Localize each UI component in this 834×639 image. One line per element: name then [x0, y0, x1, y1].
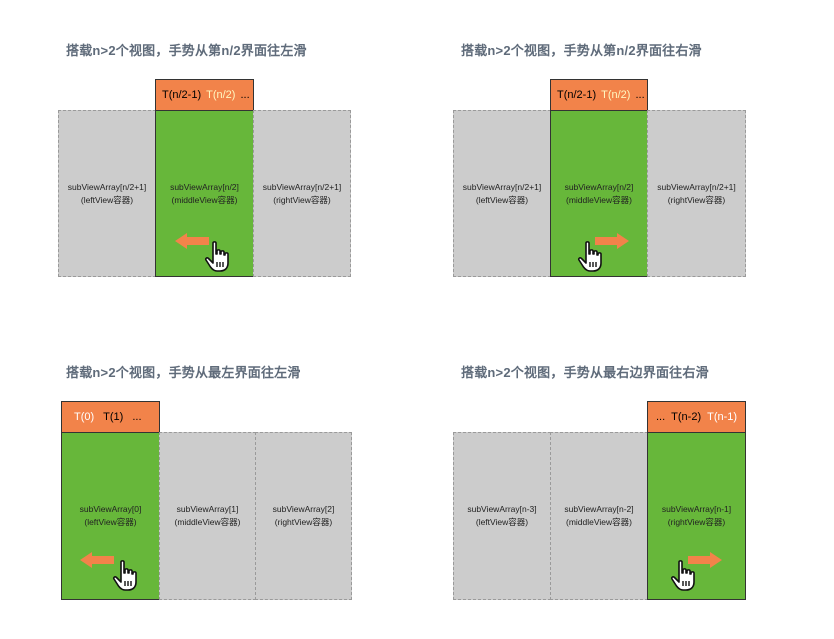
right-arrow-icon	[595, 233, 629, 249]
panel-caption: 搭载n>2个视图，手势从最左界面往左滑	[66, 365, 301, 380]
tab-label[interactable]: T(n/2-1)	[557, 89, 597, 101]
view-subtitle: (leftView容器)	[475, 517, 529, 527]
view-title: subViewArray[1]	[176, 504, 239, 514]
pointer-hand-icon	[577, 241, 602, 272]
tab-label-current[interactable]: T(0)	[74, 411, 95, 423]
tab-label[interactable]: T(1)	[103, 411, 124, 423]
view-subtitle: (middleView容器)	[171, 194, 238, 205]
panel-caption: 搭载n>2个视图，手势从第n/2界面往左滑	[66, 43, 307, 58]
right-view-container: subViewArray[n/2+1] (rightView容器)	[647, 110, 746, 277]
middle-view-container: subViewArray[n-2] (middleView容器)	[550, 432, 648, 600]
view-title: subViewArray[2]	[272, 504, 335, 514]
right-view-container[interactable]: subViewArray[n-1] (rightView容器)	[647, 432, 746, 600]
tab-label-current[interactable]: T(n/2)	[601, 89, 631, 101]
view-title: subViewArray[n-3]	[467, 504, 537, 514]
tab-bar: ... T(n-2) T(n-1)	[647, 401, 746, 433]
view-subtitle: (rightView容器)	[274, 517, 333, 527]
view-subtitle: (middleView容器)	[174, 517, 241, 527]
left-view-container: subViewArray[n-3] (leftView容器)	[453, 432, 551, 600]
view-title: subViewArray[n-2]	[564, 504, 634, 514]
view-title: subViewArray[n/2+1]	[262, 181, 342, 192]
tab-label[interactable]: T(n-2)	[671, 411, 702, 423]
pointer-hand-icon	[670, 560, 695, 591]
tab-label-more: ...	[132, 411, 142, 423]
view-subtitle: (leftView容器)	[475, 194, 529, 205]
pointer-hand-icon	[204, 241, 229, 272]
view-subtitle: (middleView容器)	[566, 194, 632, 205]
view-subtitle: (leftView容器)	[80, 194, 134, 205]
right-arrow-icon	[688, 552, 722, 568]
left-view-container: subViewArray[n/2+1] (leftView容器)	[453, 110, 551, 277]
tab-bar: T(n/2-1) T(n/2) ...	[155, 79, 254, 111]
view-title: subViewArray[0]	[79, 504, 142, 514]
view-title: subViewArray[n/2+1]	[462, 181, 542, 192]
right-view-container: subViewArray[n/2+1] (rightView容器)	[253, 110, 351, 277]
tab-label[interactable]: T(n/2-1)	[162, 89, 202, 101]
tab-label-more: ...	[240, 89, 250, 101]
panel-caption: 搭载n>2个视图，手势从最右边界面往右滑	[461, 365, 709, 380]
view-subtitle: (rightView容器)	[273, 194, 331, 205]
view-subtitle: (middleView容器)	[566, 517, 632, 527]
left-arrow-icon	[175, 233, 209, 249]
tab-label-more: ...	[656, 411, 666, 423]
tab-label-current[interactable]: T(n-1)	[707, 411, 738, 423]
middle-view-container: subViewArray[1] (middleView容器)	[159, 432, 256, 600]
tab-label-more: ...	[635, 89, 645, 101]
view-title: subViewArray[n/2+1]	[657, 181, 736, 192]
view-title: subViewArray[n/2]	[170, 181, 239, 192]
view-subtitle: (leftView容器)	[84, 517, 137, 527]
view-subtitle: (rightView容器)	[667, 194, 726, 205]
view-title: subViewArray[n-1]	[661, 504, 732, 514]
tab-bar: T(n/2-1) T(n/2) ...	[550, 79, 648, 111]
view-subtitle: (rightView容器)	[667, 517, 726, 527]
left-view-container[interactable]: subViewArray[0] (leftView容器)	[61, 432, 160, 600]
pointer-hand-icon	[112, 560, 137, 591]
tab-label-current[interactable]: T(n/2)	[206, 89, 236, 101]
right-view-container: subViewArray[2] (rightView容器)	[255, 432, 352, 600]
left-arrow-icon	[80, 552, 114, 568]
panel-caption: 搭载n>2个视图，手势从第n/2界面往右滑	[461, 43, 702, 58]
view-title: subViewArray[n/2+1]	[67, 181, 147, 192]
left-view-container: subViewArray[n/2+1] (leftView容器)	[58, 110, 156, 277]
view-title: subViewArray[n/2]	[564, 181, 634, 192]
tab-bar: T(0) T(1) ...	[61, 401, 160, 433]
